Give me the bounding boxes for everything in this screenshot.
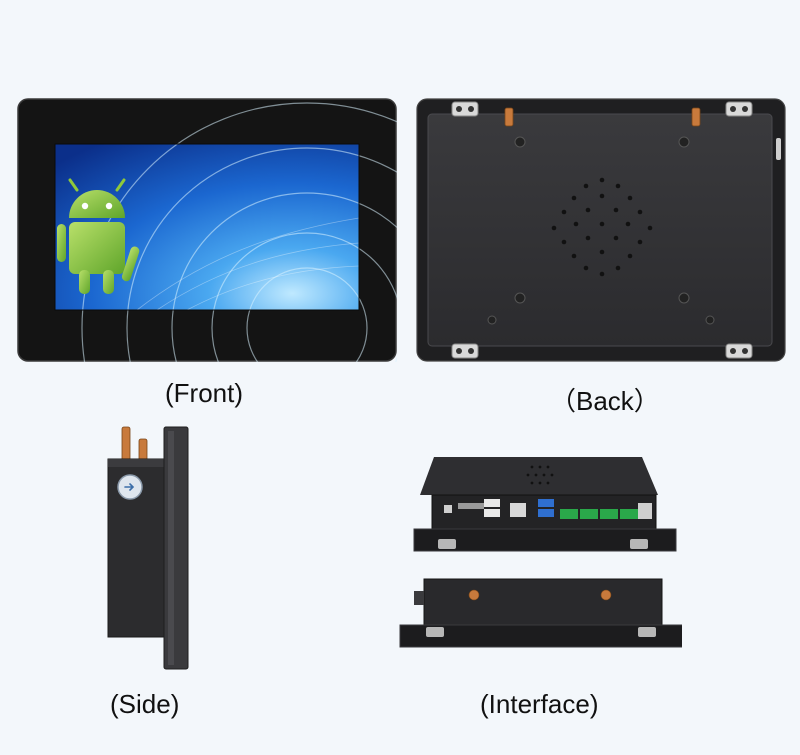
caption-interface: (Interface) bbox=[480, 689, 599, 719]
side-view bbox=[100, 425, 200, 675]
back-device-image bbox=[416, 98, 786, 362]
interface-device-image bbox=[399, 457, 682, 648]
speaker-grille bbox=[551, 177, 653, 277]
caption-back: （Back） bbox=[550, 386, 660, 416]
front-device-image bbox=[17, 98, 397, 362]
back-view bbox=[416, 98, 786, 362]
android-robot-icon bbox=[57, 178, 140, 294]
side-device-image bbox=[107, 426, 189, 670]
interface-view bbox=[392, 455, 682, 655]
power-icon bbox=[117, 474, 143, 500]
caption-front: (Front) bbox=[165, 378, 243, 408]
front-view bbox=[17, 98, 397, 362]
caption-side: (Side) bbox=[110, 689, 180, 719]
